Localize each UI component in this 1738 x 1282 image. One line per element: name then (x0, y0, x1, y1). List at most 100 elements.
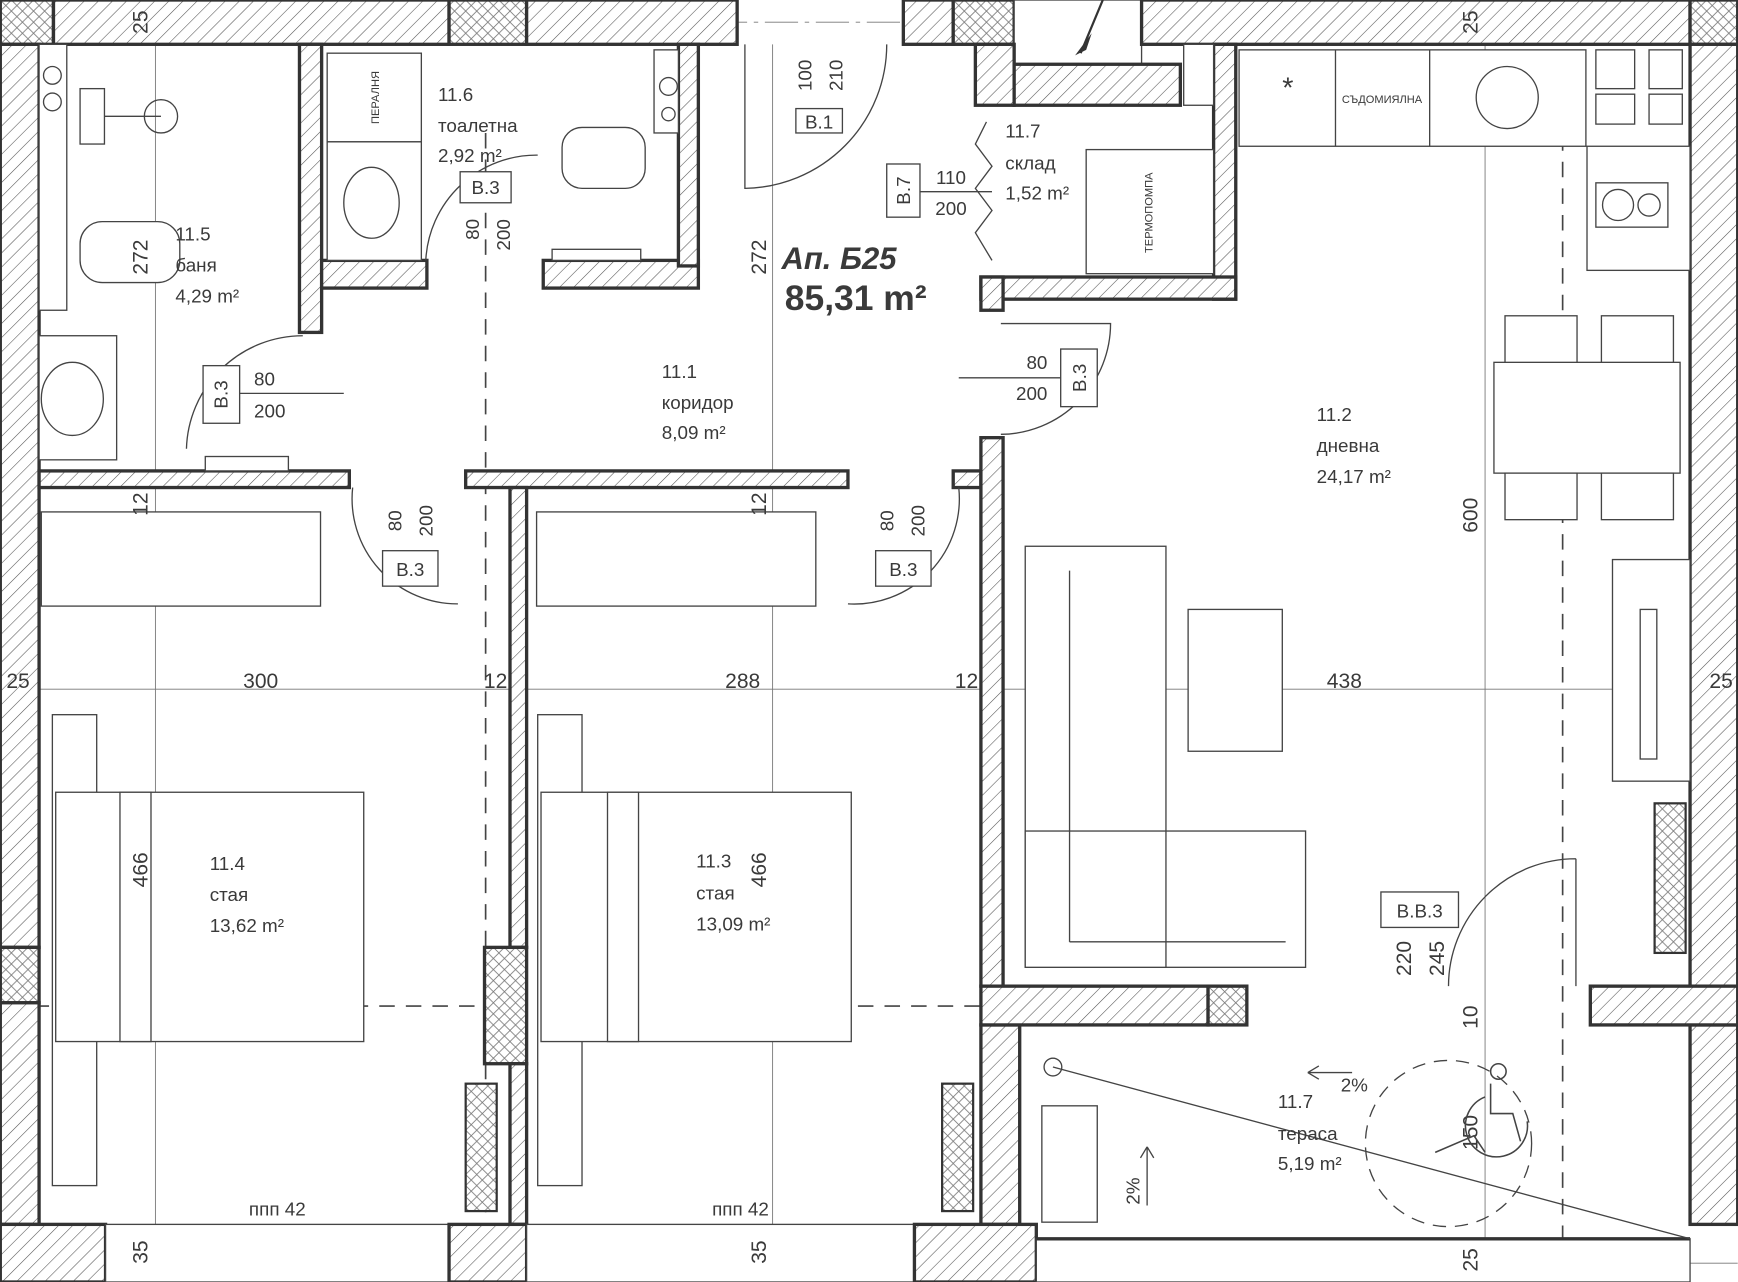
heatpump-label: ТЕРМОПОМПА (1144, 172, 1156, 253)
svg-text:25: 25 (6, 670, 29, 693)
svg-text:В.1: В.1 (805, 112, 833, 133)
svg-text:В.3: В.3 (471, 177, 499, 198)
svg-text:200: 200 (935, 198, 966, 219)
svg-text:11.4: 11.4 (210, 853, 245, 874)
svg-text:4,29 m²: 4,29 m² (175, 285, 239, 306)
svg-text:В.3: В.3 (396, 559, 424, 580)
svg-text:В.7: В.7 (893, 176, 914, 204)
room-labels: 11.1 коридор 8,09 m² 11.2 дневна 24,17 m² 11… (175, 84, 1391, 1174)
door-tag-living: В.3 80 200 (958, 348, 1098, 408)
svg-text:272: 272 (130, 240, 153, 275)
svg-text:1,52 m²: 1,52 m² (1005, 182, 1069, 203)
door-tag-bedroom-2: В.3 80 200 (874, 505, 932, 587)
svg-text:200: 200 (493, 219, 514, 250)
furniture: ПЕРАЛНЯ ТЕРМОПОМПА * СЪДОМИЯЛНА (38, 43, 1691, 1240)
svg-text:12: 12 (130, 492, 153, 515)
svg-text:245: 245 (1426, 941, 1449, 976)
svg-text:210: 210 (825, 60, 846, 91)
svg-text:200: 200 (1016, 383, 1047, 404)
room-corridor: 11.1 коридор 8,09 m² (662, 361, 734, 443)
door-tag-b1: В.1 100 210 (794, 60, 846, 134)
svg-text:13,09 m²: 13,09 m² (696, 914, 770, 935)
svg-text:466: 466 (748, 852, 771, 887)
door-tag-bathroom: В.3 80 200 (202, 364, 344, 424)
room-storage: 11.7 склад 1,52 m² (1005, 120, 1069, 203)
svg-text:баня: баня (175, 254, 216, 275)
svg-text:11.7: 11.7 (1278, 1091, 1313, 1112)
svg-text:дневна: дневна (1317, 435, 1380, 456)
svg-text:11.5: 11.5 (175, 223, 210, 244)
apartment-title: Ап. Б25 (780, 241, 897, 276)
svg-text:220: 220 (1393, 941, 1416, 976)
svg-text:12: 12 (748, 492, 771, 515)
svg-text:288: 288 (725, 670, 760, 693)
svg-text:466: 466 (130, 852, 153, 887)
svg-text:10: 10 (1459, 1005, 1482, 1028)
svg-text:13,62 m²: 13,62 m² (210, 915, 284, 936)
svg-text:80: 80 (254, 369, 275, 390)
svg-text:В.3: В.3 (1069, 364, 1090, 392)
svg-text:200: 200 (415, 505, 436, 536)
svg-text:200: 200 (254, 401, 285, 422)
svg-text:11.2: 11.2 (1317, 404, 1352, 425)
svg-text:80: 80 (1026, 352, 1047, 373)
svg-text:5,19 m²: 5,19 m² (1278, 1153, 1342, 1174)
door-tag-bedroom-1: В.3 80 200 (381, 505, 439, 587)
svg-text:В.В.3: В.В.3 (1397, 900, 1443, 921)
washer-label: ПЕРАЛНЯ (370, 71, 382, 124)
svg-text:тераса: тераса (1278, 1123, 1338, 1144)
svg-text:11.6: 11.6 (438, 84, 473, 105)
room-bedroom-2: 11.3 стая 13,09 m² (696, 851, 770, 935)
svg-text:11.7: 11.7 (1005, 120, 1040, 141)
svg-text:100: 100 (794, 60, 815, 91)
svg-text:стая: стая (210, 884, 248, 905)
door-tag-toilet: В.3 80 200 (459, 171, 514, 251)
svg-text:8,09 m²: 8,09 m² (662, 422, 726, 443)
svg-text:2%: 2% (1122, 1177, 1143, 1204)
svg-text:300: 300 (243, 670, 278, 693)
svg-text:80: 80 (462, 219, 483, 240)
svg-text:272: 272 (748, 240, 771, 275)
svg-text:ппп 42: ппп 42 (712, 1199, 769, 1220)
dimensions: 25 25 25 25 300 12 288 12 438 600 272 27… (6, 10, 1732, 1271)
svg-text:80: 80 (384, 510, 405, 531)
svg-text:35: 35 (748, 1240, 771, 1263)
svg-text:тоалетна: тоалетна (438, 115, 518, 136)
svg-text:200: 200 (907, 505, 928, 536)
star-mark: * (1282, 73, 1293, 105)
room-living: 11.2 дневна 24,17 m² (1317, 404, 1391, 487)
dishwasher-label: СЪДОМИЯЛНА (1342, 94, 1423, 106)
svg-text:80: 80 (876, 510, 897, 531)
svg-text:12: 12 (955, 670, 978, 693)
svg-text:стая: стая (696, 883, 735, 904)
svg-text:коридор: коридор (662, 392, 734, 413)
svg-text:ппп 42: ппп 42 (249, 1199, 306, 1220)
svg-text:2%: 2% (1341, 1074, 1368, 1095)
door-tag-terrace: В.В.3 (1380, 891, 1460, 929)
svg-text:склад: склад (1005, 153, 1055, 174)
svg-text:В.3: В.3 (210, 380, 231, 408)
room-bedroom-1: 11.4 стая 13,62 m² (210, 853, 284, 936)
room-terrace: 11.7 тераса 5,19 m² (1278, 1091, 1342, 1174)
wheelchair-icon (1434, 1062, 1529, 1158)
svg-text:2,92 m²: 2,92 m² (438, 145, 502, 166)
svg-text:25: 25 (1709, 670, 1732, 693)
apartment-area: 85,31 m² (785, 278, 927, 318)
svg-text:25: 25 (130, 10, 153, 33)
svg-text:600: 600 (1459, 498, 1482, 533)
svg-text:24,17 m²: 24,17 m² (1317, 466, 1391, 487)
svg-text:11.3: 11.3 (696, 851, 731, 872)
svg-text:35: 35 (130, 1240, 153, 1263)
room-bathroom: 11.5 баня 4,29 m² (175, 223, 239, 306)
svg-text:В.3: В.3 (889, 559, 917, 580)
svg-text:11.1: 11.1 (662, 361, 697, 382)
svg-text:438: 438 (1327, 670, 1362, 693)
room-toilet: 11.6 тоалетна 2,92 m² (438, 84, 518, 166)
svg-text:25: 25 (1459, 10, 1482, 33)
svg-text:12: 12 (484, 670, 507, 693)
